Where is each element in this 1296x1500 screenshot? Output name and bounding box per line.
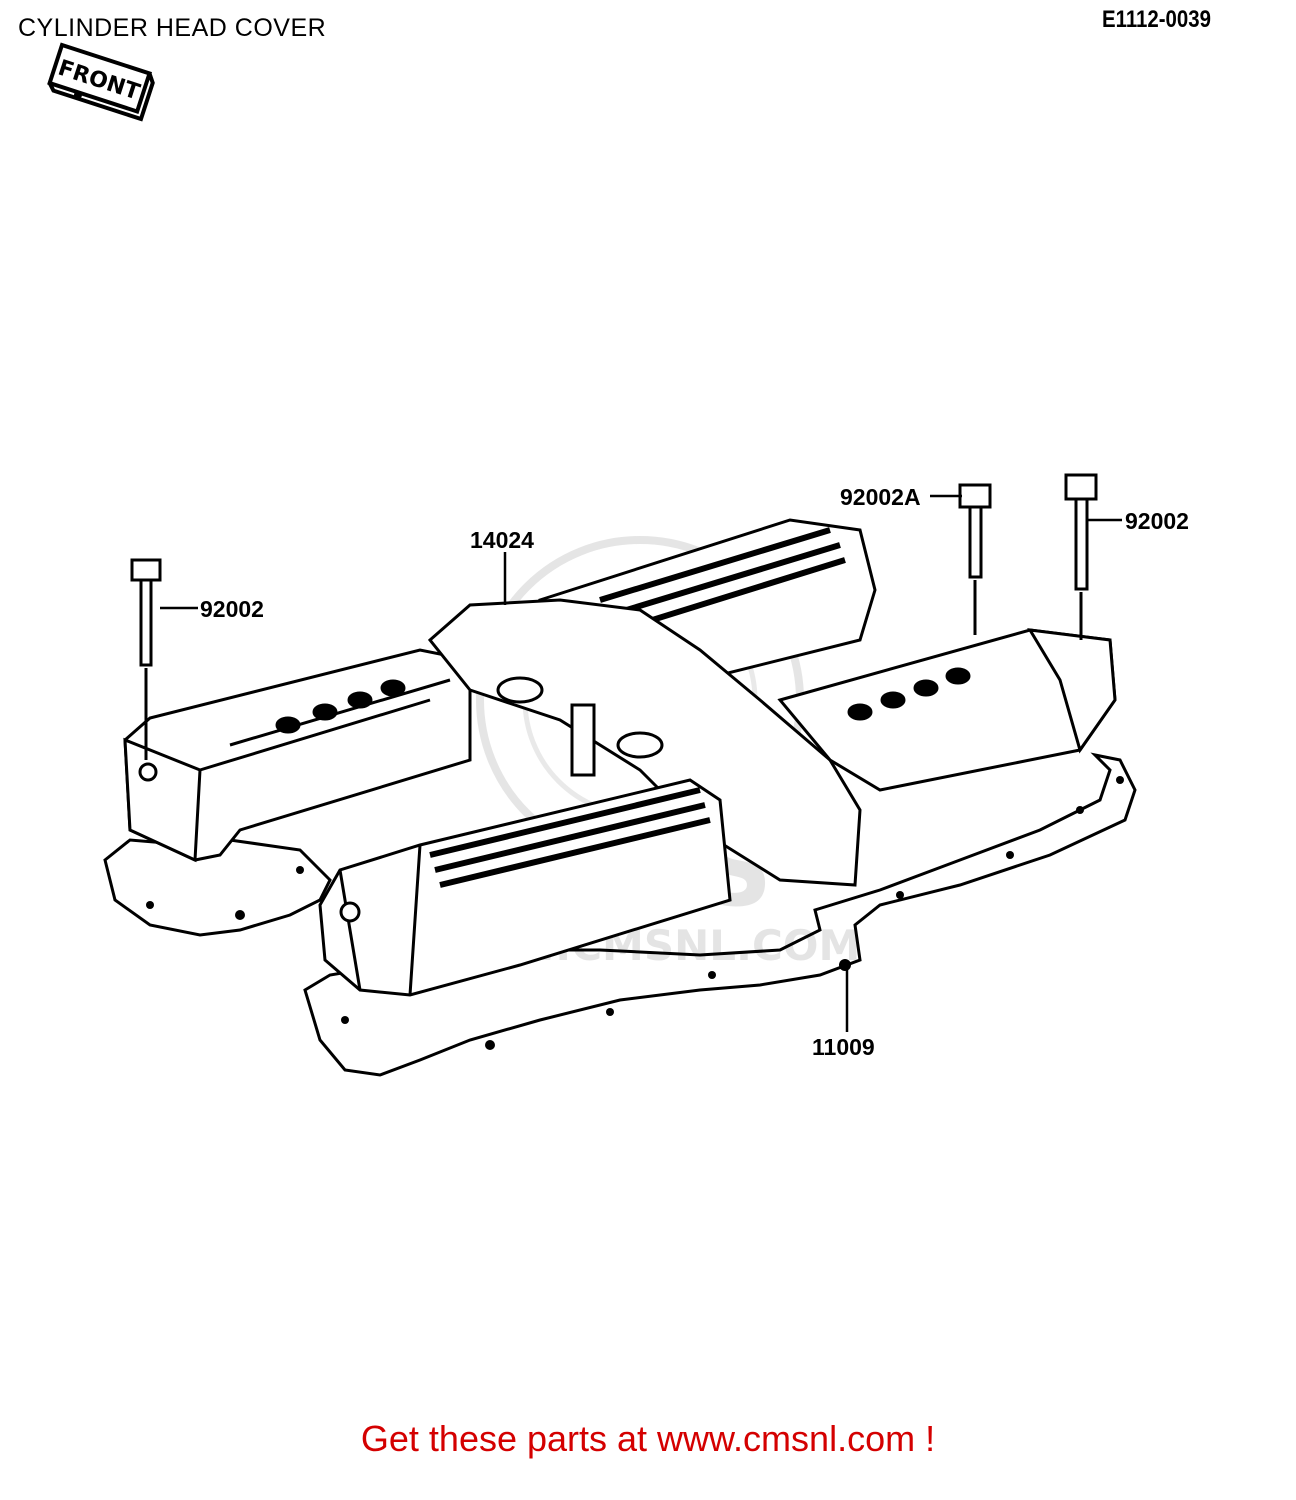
leader-lines (160, 494, 1122, 1032)
cover-central-bridge (427, 598, 862, 887)
bolt-92002a (958, 483, 992, 635)
part-labels: 92002 14024 92002A 92002 11009 (200, 484, 1189, 1060)
label-14024: 14024 (470, 527, 534, 553)
footer-promo-text: Get these parts at www.cmsnl.com ! (360, 1418, 936, 1459)
gasket-bolt-holes (146, 776, 1124, 1050)
label-92002a: 92002A (840, 484, 921, 510)
cover-front-right-bank (777, 628, 1117, 792)
diagram-code: E1112-0039 (1102, 6, 1211, 33)
label-92002-left: 92002 (200, 596, 264, 622)
gasket-main (303, 752, 1137, 1077)
front-direction-badge: FRONT (47, 42, 155, 122)
front-arrow-dot (74, 91, 82, 99)
bolt-92002-left (130, 558, 162, 760)
oil-cap-marks-right (847, 667, 971, 721)
bolt-92002-right (1064, 473, 1098, 640)
diagram-title: CYLINDER HEAD COVER (18, 14, 327, 42)
label-92002-right: 92002 (1125, 508, 1189, 534)
label-11009: 11009 (812, 1034, 875, 1060)
oil-cap-marks-left (275, 679, 406, 734)
cover-front-left-bank (318, 778, 732, 997)
cover-left-bank (123, 648, 472, 863)
